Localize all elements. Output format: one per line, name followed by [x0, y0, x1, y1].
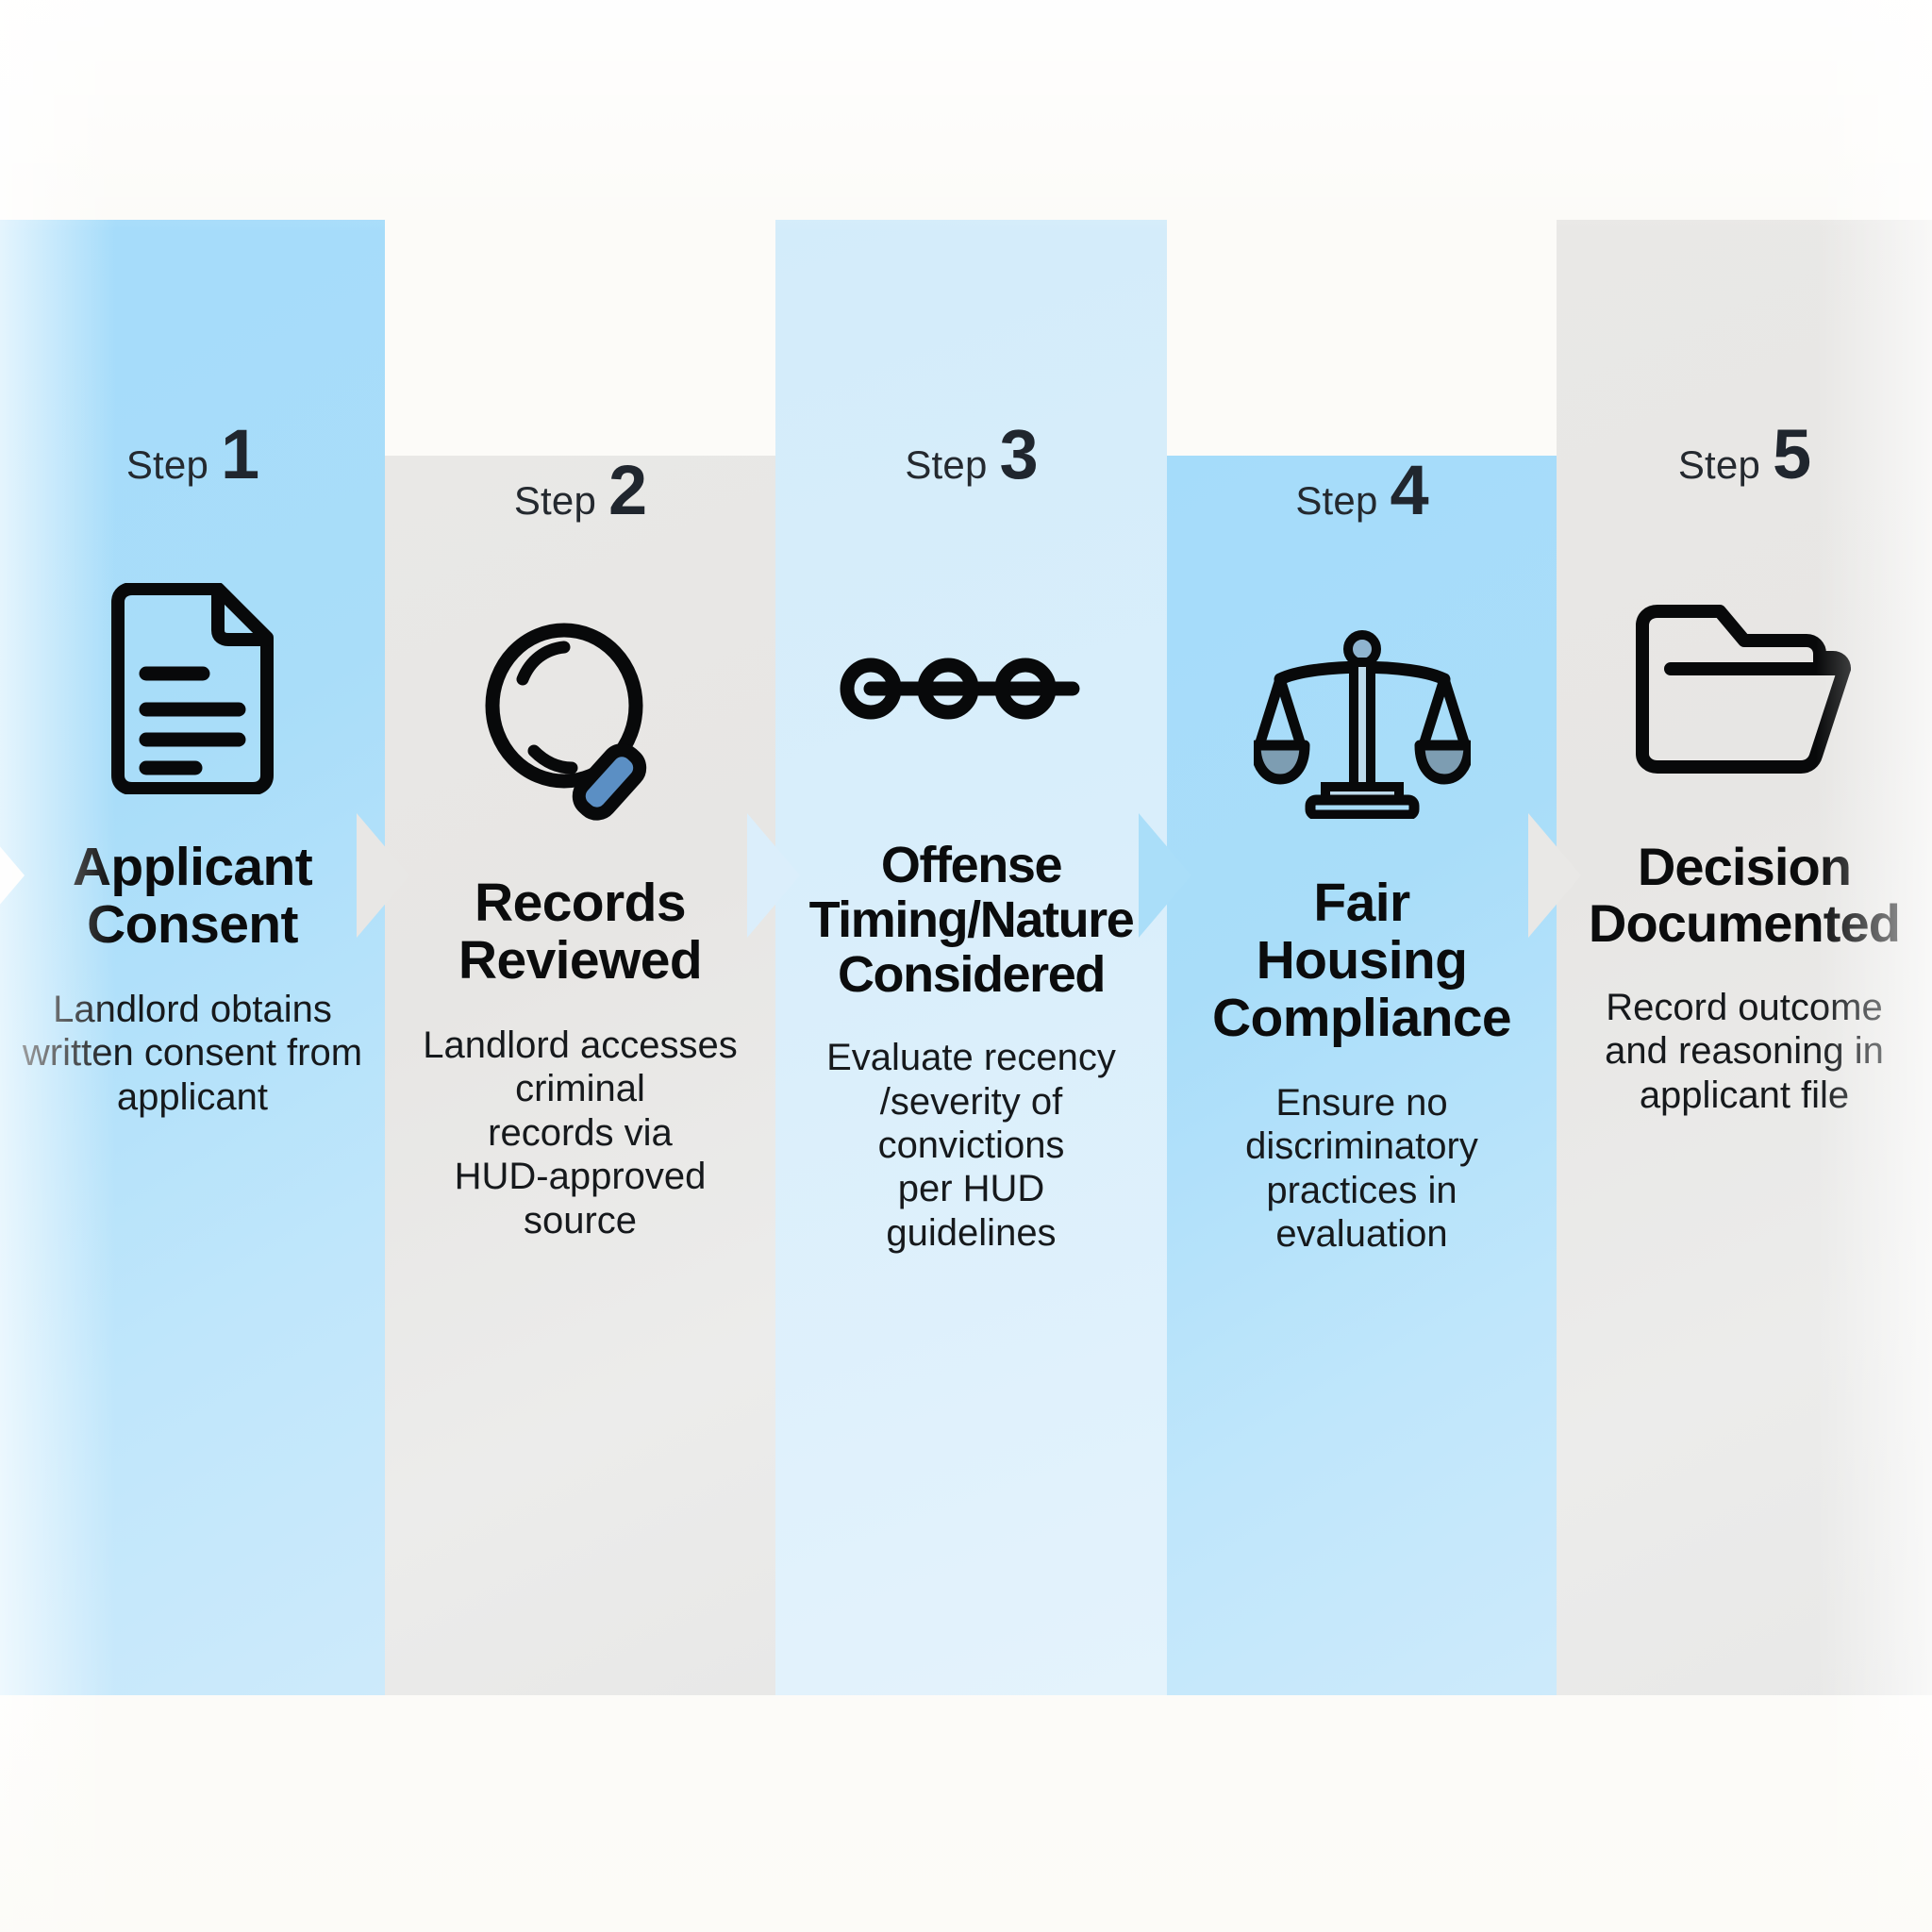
- step-eyebrow-2: Step 2: [513, 451, 647, 529]
- balance-scale-icon: [1253, 630, 1471, 819]
- step-icon-wrap-4: [1253, 607, 1471, 842]
- step-eyebrow-4: Step 4: [1295, 451, 1429, 529]
- step-eyebrow-5: Step 5: [1677, 220, 1811, 493]
- step-number-1: 1: [221, 415, 259, 493]
- document-icon: [105, 583, 280, 794]
- step-description-3: Evaluate recency /severity of conviction…: [826, 1037, 1116, 1254]
- step-number-4: 4: [1390, 451, 1429, 529]
- step-word-4: Step: [1295, 478, 1378, 523]
- step-eyebrow-1: Step 1: [125, 220, 259, 493]
- step-title-3: Offense Timing/Nature Considered: [808, 837, 1135, 1003]
- step-panel-5[interactable]: Step 5 Decision Documented Record outcom…: [1557, 220, 1932, 1695]
- step-number-3: 3: [999, 415, 1039, 493]
- step-title-5: Decision Documented: [1588, 837, 1901, 953]
- step-description-1: Landlord obtains written consent from ap…: [22, 988, 363, 1118]
- step-panel-2[interactable]: Step 2 Records Reviewed Landlord access: [385, 456, 775, 1695]
- step-eyebrow-3: Step 3: [905, 220, 1039, 493]
- step-number-5: 5: [1773, 415, 1811, 493]
- step-icon-wrap-5: [1633, 571, 1856, 807]
- step-icon-wrap-2: [481, 607, 679, 842]
- step-icon-wrap-1: [105, 571, 280, 807]
- step-panel-3[interactable]: Step 3 Offense Timing/Nature Considered …: [775, 220, 1167, 1695]
- timeline-icon: [837, 655, 1107, 723]
- step-title-1: Applicant Consent: [72, 837, 313, 955]
- step-icon-wrap-3: [837, 571, 1107, 807]
- step-title-4: Fair Housing Compliance: [1211, 873, 1512, 1048]
- step-description-5: Record outcome and reasoning in applican…: [1605, 986, 1884, 1116]
- step-description-2: Landlord accesses criminal records via H…: [423, 1024, 738, 1241]
- step-word-3: Step: [905, 442, 988, 487]
- step-panel-4[interactable]: Step 4 F: [1167, 456, 1557, 1695]
- step-description-4: Ensure no discriminatory practices in ev…: [1245, 1081, 1478, 1256]
- magnifier-icon: [481, 623, 679, 826]
- step-panel-1[interactable]: Step 1 Applicant Consent Landlord obtain…: [0, 220, 385, 1695]
- step-number-2: 2: [608, 451, 647, 529]
- step-word-2: Step: [513, 478, 597, 523]
- step-word-1: Step: [125, 442, 209, 487]
- folder-icon: [1633, 599, 1856, 778]
- step-word-5: Step: [1677, 442, 1761, 487]
- step-title-2: Records Reviewed: [458, 873, 703, 991]
